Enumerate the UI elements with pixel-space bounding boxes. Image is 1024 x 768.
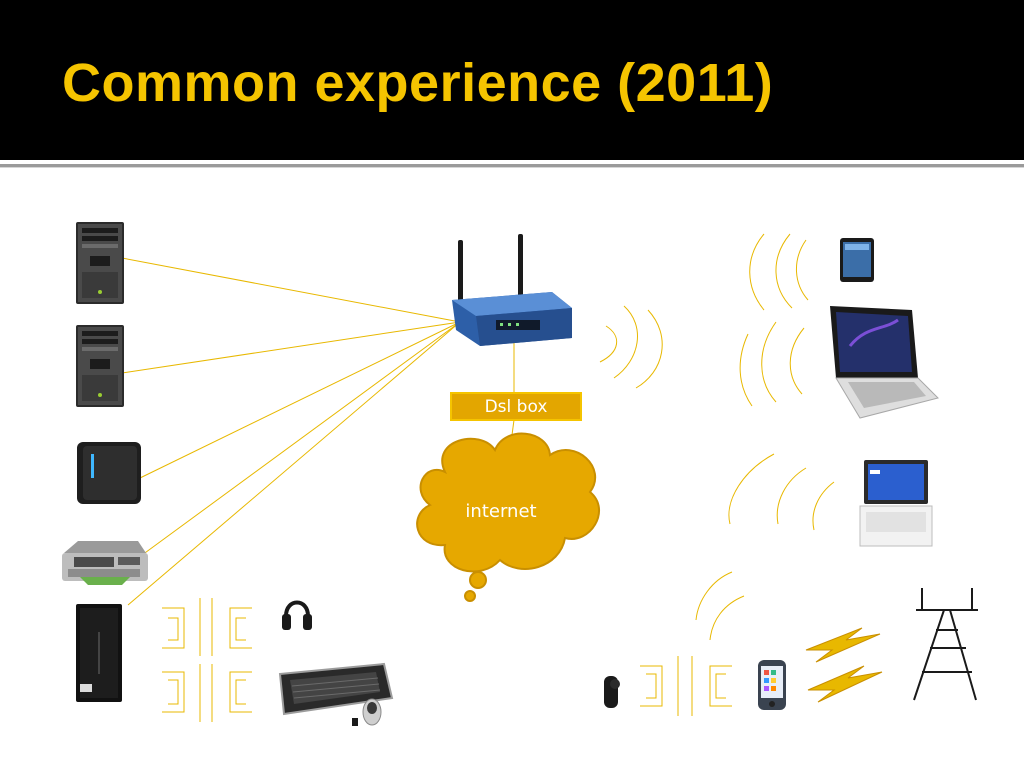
title-divider-highlight [0, 167, 1024, 168]
tablet-icon [840, 238, 874, 282]
wifi-signal-icon [749, 233, 809, 311]
wireless-router-icon [452, 234, 572, 346]
printer-icon [62, 541, 148, 585]
smartphone-icon [758, 660, 786, 710]
lightning-icon [807, 665, 883, 703]
keyboard-icon [278, 662, 394, 716]
dsl-box-label: Dsl box [485, 397, 548, 417]
connection-line [137, 321, 461, 559]
connection-line [139, 321, 461, 479]
internet-cloud: internet [416, 432, 601, 602]
wifi-signal-icon [695, 571, 745, 641]
connection-line [121, 257, 461, 323]
wifi-signal-icon [728, 453, 835, 531]
desktop-tower-icon [76, 222, 124, 304]
bluetooth-signal-icon [640, 656, 732, 716]
slide-title: Common experience (2011) [62, 53, 774, 113]
lightning-icon [805, 627, 881, 663]
wifi-signal-icon [599, 305, 663, 389]
netbook-icon [859, 460, 933, 547]
mouse-icon [352, 698, 382, 726]
connection-line [121, 321, 461, 374]
desktop-tower-icon [76, 604, 122, 702]
external-hard-drive-icon [77, 442, 141, 504]
wifi-signal-icon [739, 321, 805, 407]
laptop-icon [830, 306, 939, 419]
headphones-icon [282, 600, 312, 630]
cell-tower-icon [913, 588, 978, 701]
connection-line [127, 321, 461, 606]
bluetooth-signal-icon [162, 598, 252, 722]
desktop-tower-icon [76, 325, 124, 407]
title-divider [0, 164, 1024, 167]
title-bar: Common experience (2011) [0, 0, 1024, 160]
bluetooth-headset-icon [604, 676, 620, 708]
dsl-box: Dsl box [450, 392, 582, 421]
internet-cloud-label: internet [465, 501, 536, 522]
